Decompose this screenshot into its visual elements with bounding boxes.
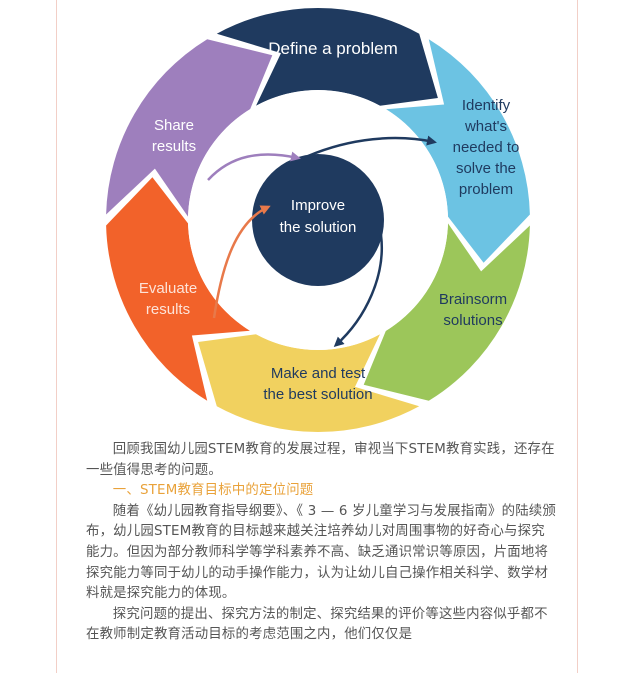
arrow-share-to-center <box>207 151 301 181</box>
segment-define <box>216 7 438 106</box>
segment-evaluate <box>106 177 251 401</box>
arrow-center-to-identify <box>307 135 437 158</box>
segment-identify <box>385 39 530 263</box>
label-define: Define a problem <box>268 39 397 58</box>
segment-brainstorm <box>363 223 530 401</box>
section-heading: 一、STEM教育目标中的定位问题 <box>112 483 314 499</box>
frame-right-line <box>577 0 578 673</box>
frame-left-line <box>56 0 57 673</box>
segment-share <box>106 39 273 217</box>
article-body: 回顾我国幼儿园STEM教育的发展过程，审视当下STEM教育实践，还存在一些值得思… <box>86 440 556 646</box>
arrow-evaluate-to-center <box>212 205 271 319</box>
paragraph-intro: 回顾我国幼儿园STEM教育的发展过程，审视当下STEM教育实践，还存在一些值得思… <box>86 442 555 478</box>
center-circle <box>252 154 384 286</box>
segment-make <box>198 334 420 433</box>
paragraph-goal: 随着《幼儿园教育指导纲要》、《 3 — 6 岁儿童学习与发展指南》的陆续颁布，幼… <box>86 503 556 602</box>
arrow-center-to-make <box>333 234 383 348</box>
paragraph-inquiry: 探究问题的提出、探究方法的制定、探究结果的评价等这些内容似乎都不在教师制定教育活… <box>86 606 548 643</box>
